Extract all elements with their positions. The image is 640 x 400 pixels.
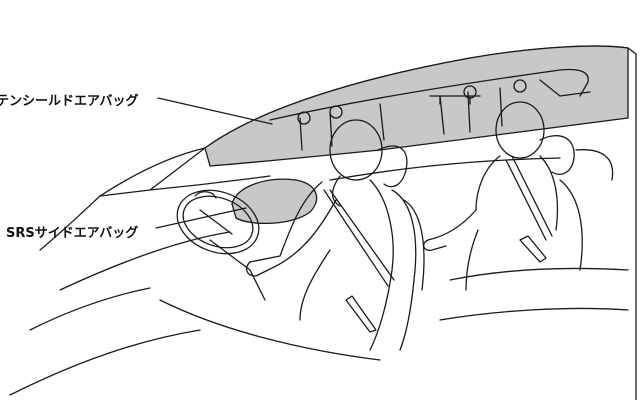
curtain-airbag <box>204 45 629 167</box>
driver-figure <box>245 119 395 351</box>
curtain-airbag-label: テンシールドエアバッグ <box>0 94 139 109</box>
side-airbag <box>231 178 318 225</box>
steering-wheel <box>176 189 266 301</box>
side-airbag-leader <box>155 207 247 229</box>
side-airbag-label: SRSサイドエアバッグ <box>6 226 139 241</box>
driver-seat <box>377 145 425 351</box>
passenger-figure <box>423 101 559 291</box>
passenger-seat <box>439 135 629 321</box>
callout-lines <box>155 97 273 229</box>
curtain-airbag-leader <box>157 97 273 125</box>
